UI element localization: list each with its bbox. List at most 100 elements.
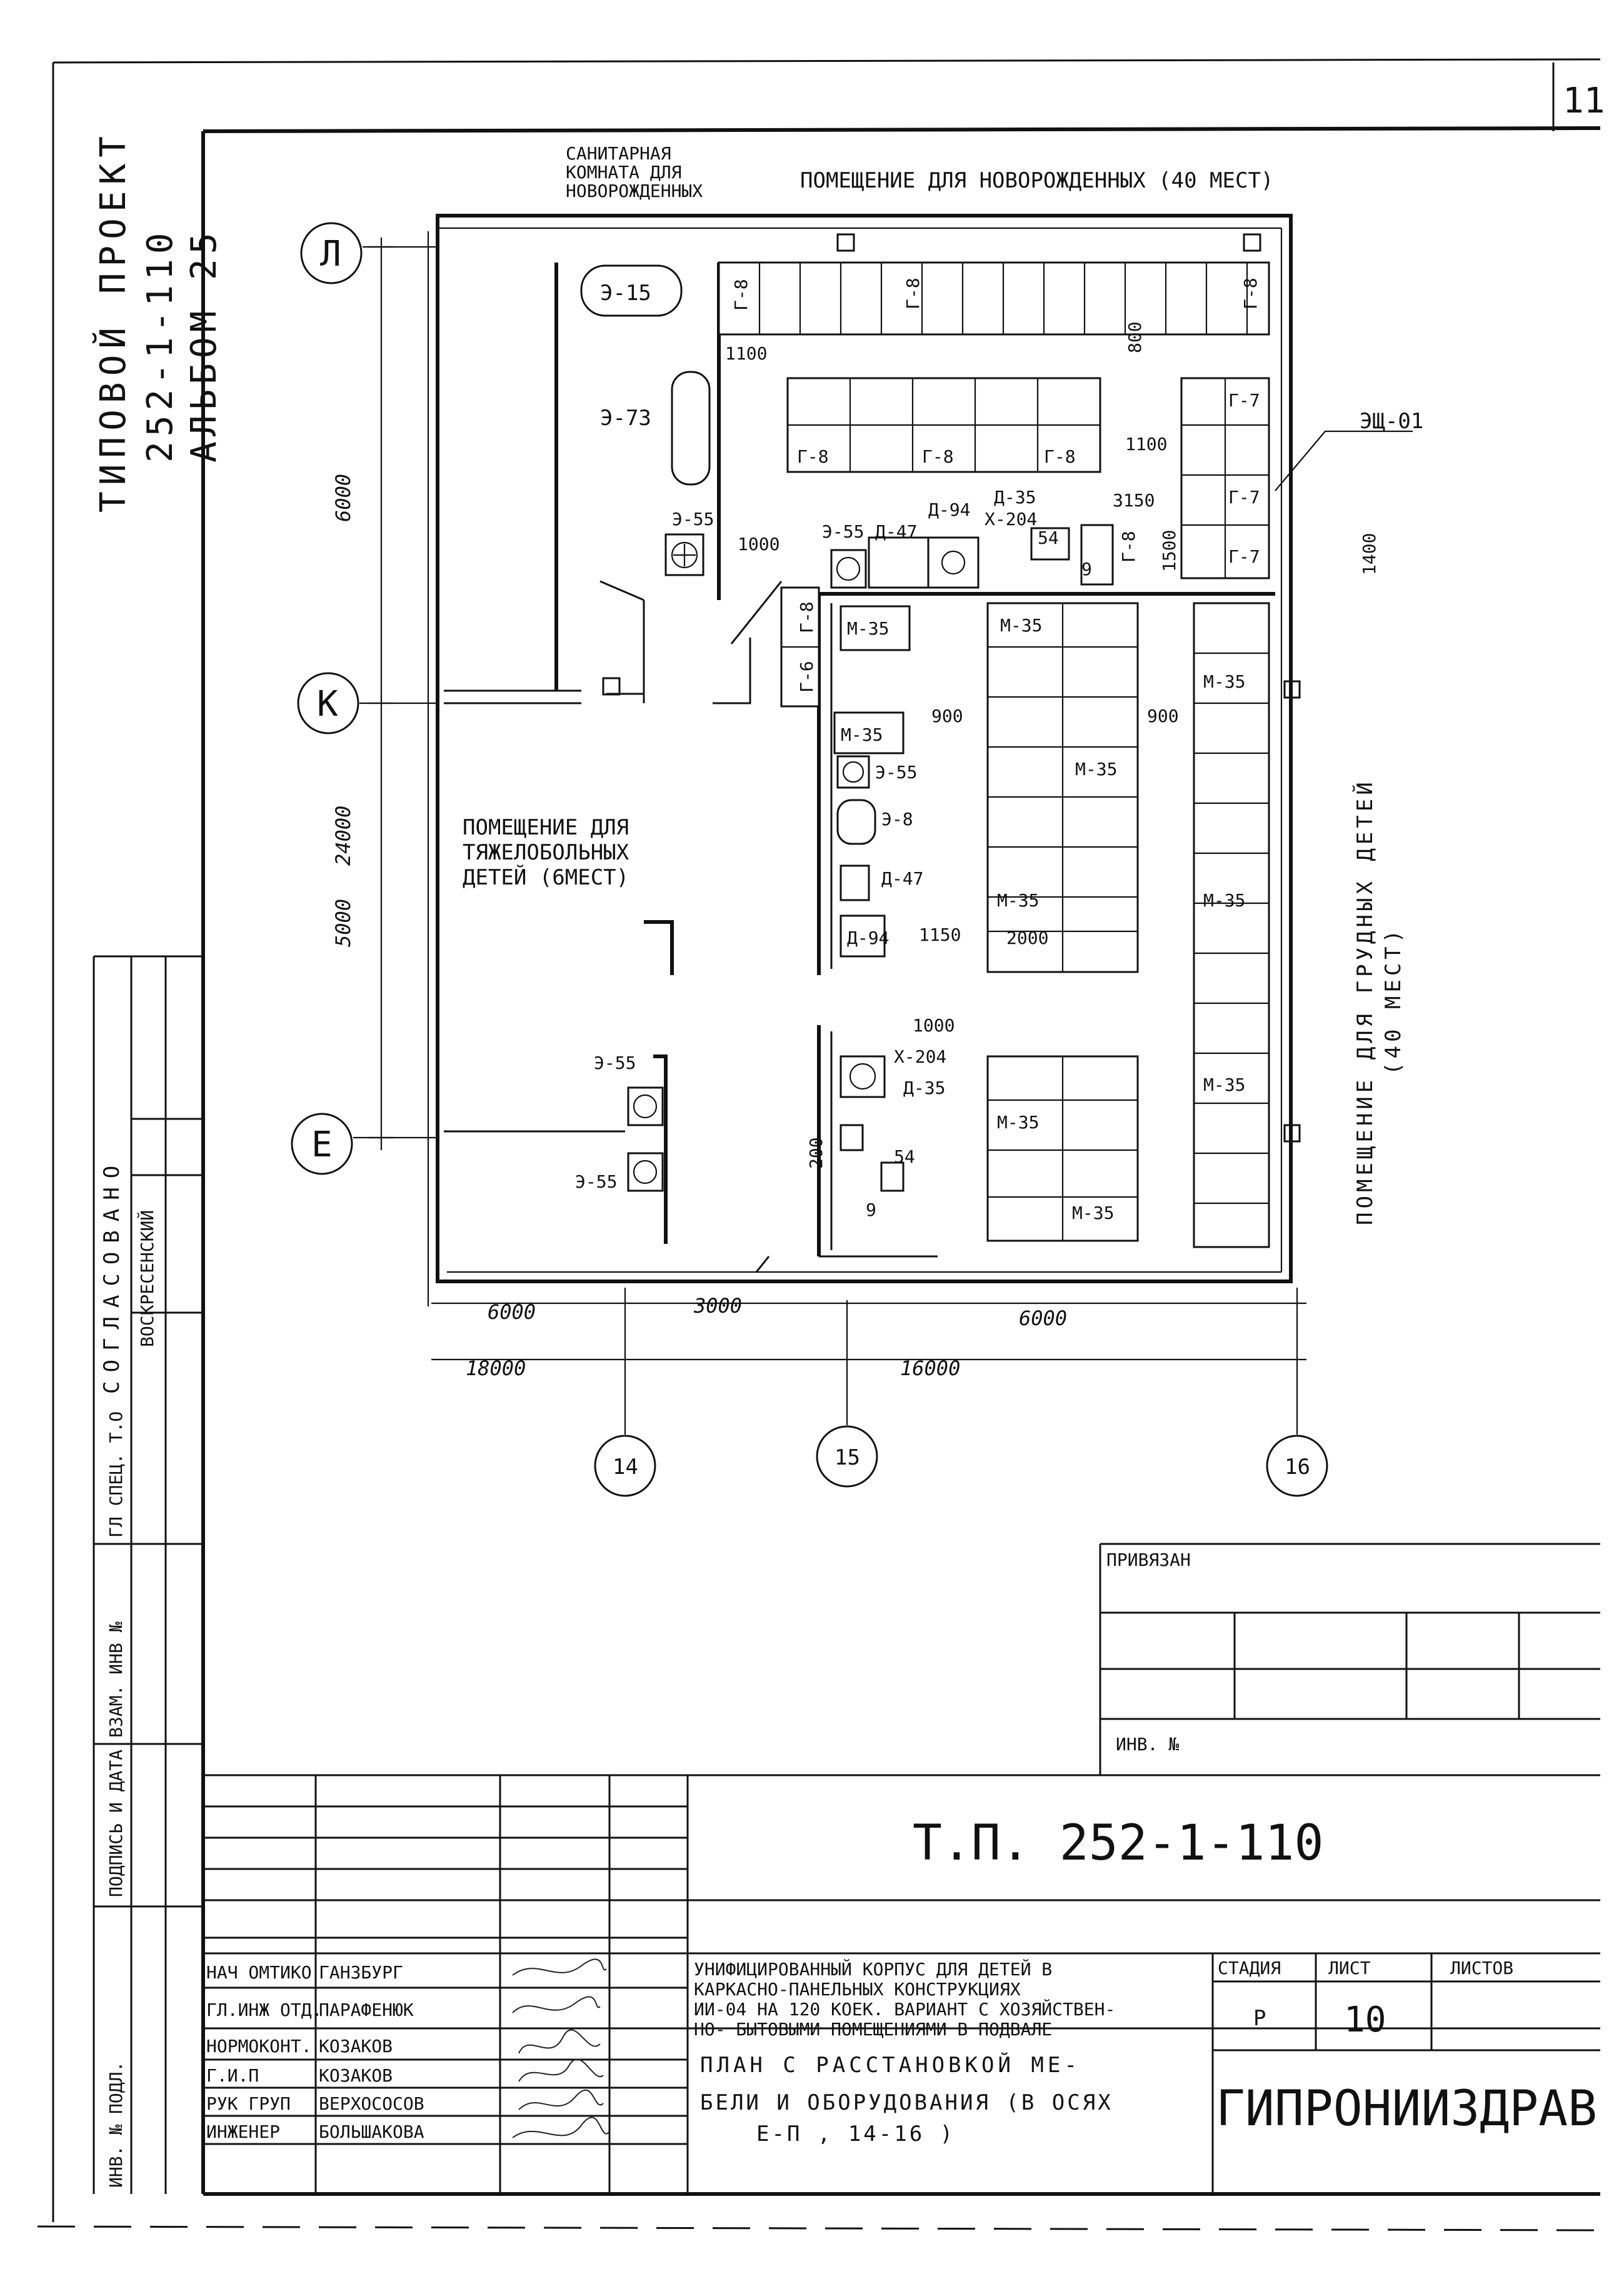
newborn-bed-rows xyxy=(718,261,1270,708)
name-2: ПАРАФЕНЮК xyxy=(319,2000,414,2020)
dim-h-6000-a: 6000 xyxy=(488,1300,536,1324)
e55-label: Э-55 xyxy=(875,762,917,783)
e73-label: Э-73 xyxy=(600,406,651,431)
title-stamp xyxy=(203,1774,1600,2194)
sanitary-room-label-1: САНИТАРНАЯ xyxy=(566,143,671,164)
axis-L: Л xyxy=(320,234,341,274)
sheet-title-line-2: БЕЛИ И ОБОРУДОВАНИЯ (В ОСЯХ xyxy=(700,2090,1113,2115)
g7-label: Г-7 xyxy=(1228,390,1260,411)
e15-label: Э-15 xyxy=(600,281,651,306)
name-1: ГАНЗБУРГ xyxy=(319,1962,403,1983)
name-4: КОЗАКОВ xyxy=(319,2065,393,2086)
x204-label: Х-204 xyxy=(894,1046,946,1067)
dim-inner: 1000 xyxy=(738,534,779,554)
dim-h-16000: 16000 xyxy=(900,1356,960,1380)
sheet-title-line-1: ПЛАН С РАССТАНОВКОЙ МЕ- xyxy=(700,2052,1081,2078)
name-3: КОЗАКОВ xyxy=(319,2036,393,2056)
infants-room-label-1: ПОМЕЩЕНИЕ ДЛЯ ГРУДНЫХ ДЕТЕЙ xyxy=(1352,778,1378,1225)
dim-inner: 1500 xyxy=(1159,530,1180,572)
dim-inner: 1100 xyxy=(725,343,767,364)
d47-label: Д-47 xyxy=(881,868,923,889)
privyazan-block xyxy=(1099,1543,1600,1775)
m35-label: М-35 xyxy=(1203,1074,1245,1095)
dim-inner: 800 xyxy=(1125,321,1145,353)
m35-label: М-35 xyxy=(1203,890,1245,911)
dim-inner: 3150 xyxy=(1113,490,1155,511)
n9-label: 9 xyxy=(1081,559,1092,579)
stamp-people: НАЧ ОМТИКО ГАНЗБУРГ ГЛ.ИНЖ ОТД. ПАРАФЕНЮ… xyxy=(206,1962,424,2142)
eshch-label: ЭЩ-01 xyxy=(1360,409,1423,434)
service-equipment xyxy=(830,524,1114,589)
dim-inner: 1400 xyxy=(1359,533,1380,575)
approval-name: ВОСКРЕСЕНСКИЙ xyxy=(136,1210,158,1347)
m35-label: М-35 xyxy=(1072,1203,1114,1223)
severe-room-label-2: ТЯЖЕЛОБОЛЬНЫХ xyxy=(463,840,629,865)
sheet-title-line-3: Е-П , 14-16 ) xyxy=(756,2121,955,2146)
g6-label: Г-6 xyxy=(796,661,817,693)
left-title-line3: АЛЬБОМ 25 xyxy=(184,228,224,463)
horizontal-dimensions xyxy=(431,1302,1306,1361)
approval-header: СОГЛАСОВАНО xyxy=(99,1157,124,1394)
dim-inner: 2000 xyxy=(1006,928,1048,948)
dim-inner: 1100 xyxy=(1125,434,1167,454)
dim-v-6000: 6000 xyxy=(331,474,355,522)
m35-label: М-35 xyxy=(1075,759,1117,779)
axis-K: К xyxy=(317,684,338,724)
axis-15: 15 xyxy=(835,1445,860,1470)
description-line-4: НО- БЫТОВЫМИ ПОМЕЩЕНИЯМИ В ПОДВАЛЕ xyxy=(694,2019,1052,2040)
g9-label: Г-8 xyxy=(922,446,954,467)
m35-label: М-35 xyxy=(997,890,1039,911)
e55-label: Э-55 xyxy=(575,1171,617,1192)
sanitary-equipment xyxy=(580,264,711,576)
signatures xyxy=(512,1958,610,2138)
m35-label: М-35 xyxy=(841,724,883,745)
severe-room-label-1: ПОМЕЩЕНИЕ ДЛЯ xyxy=(463,815,629,840)
dim-h-18000: 18000 xyxy=(466,1356,526,1380)
e55-label: Э-55 xyxy=(822,521,864,542)
project-code: Т.П. 252-1-110 xyxy=(913,1815,1323,1871)
organization-name: ГИПРОНИИЗДРАВ xyxy=(1216,2081,1597,2137)
g8-label: Г-8 xyxy=(1118,531,1139,563)
g7-label: Г-7 xyxy=(1228,546,1260,567)
dim-inner: 200 xyxy=(806,1137,826,1169)
role-1: НАЧ ОМТИКО xyxy=(206,1962,312,1983)
d94-label: Д-94 xyxy=(928,499,970,520)
severe-room-label-3: ДЕТЕЙ (6МЕСТ) xyxy=(463,864,629,890)
dim-v-5000: 5000 xyxy=(331,899,355,947)
approval-role: ГЛ СПЕЦ. Т.О xyxy=(106,1411,126,1538)
left-title-line1: ТИПОВОЙ ПРОЕКТ xyxy=(93,130,134,513)
room-labels: САНИТАРНАЯ КОМНАТА ДЛЯ НОВОРОЖДЕННЫХ ПОМ… xyxy=(463,143,1406,1225)
d47-label: Д-47 xyxy=(875,521,917,542)
g8-label: Г-8 xyxy=(796,601,817,633)
g8-label: Г-8 xyxy=(731,279,751,311)
axis-14: 14 xyxy=(613,1455,638,1480)
vertical-dimensions xyxy=(369,231,429,1306)
dim-h-3000: 3000 xyxy=(693,1294,742,1318)
n54-label: 54 xyxy=(894,1146,915,1167)
name-5: ВЕРХОСОСОВ xyxy=(319,2093,424,2114)
e55-label: Э-55 xyxy=(672,509,714,529)
axis-16: 16 xyxy=(1285,1455,1310,1480)
d35-label: Д-35 xyxy=(994,487,1036,508)
role-4: Г.И.П xyxy=(206,2065,259,2086)
sanitary-room-label-3: НОВОРОЖДЕННЫХ xyxy=(566,181,703,201)
g8-label: Г-8 xyxy=(797,446,829,467)
sanitary-room-label-2: КОМНАТА ДЛЯ xyxy=(566,162,681,183)
stamp-description: УНИФИЦИРОВАННЫЙ КОРПУС ДЛЯ ДЕТЕЙ В КАРКА… xyxy=(694,1958,1115,2146)
sheet-value: 10 xyxy=(1344,2000,1386,2040)
axis-E: Е xyxy=(311,1124,333,1165)
g8-label: Г-8 xyxy=(903,278,923,309)
infant-room-service xyxy=(627,755,905,1192)
newborns-room-label: ПОМЕЩЕНИЕ ДЛЯ НОВОРОЖДЕННЫХ (40 МЕСТ) xyxy=(800,168,1273,193)
sheet-frame xyxy=(37,58,1601,2231)
role-3: НОРМОКОНТ. xyxy=(206,2036,312,2056)
sheet-corner-number: 11 xyxy=(1563,81,1605,121)
n9-label: 9 xyxy=(866,1200,876,1220)
dim-inner: 900 xyxy=(1147,706,1179,726)
infants-room-label-2: (40 МЕСТ) xyxy=(1381,926,1406,1075)
name-6: БОЛЬШАКОВА xyxy=(319,2121,424,2142)
privyazan-inv: ИНВ. № xyxy=(1116,1734,1179,1755)
sheets-label: ЛИСТОВ xyxy=(1450,1958,1513,1978)
e8-label: Э-8 xyxy=(881,809,913,829)
podpis-data-label: ПОДПИСЬ И ДАТА xyxy=(106,1750,126,1897)
